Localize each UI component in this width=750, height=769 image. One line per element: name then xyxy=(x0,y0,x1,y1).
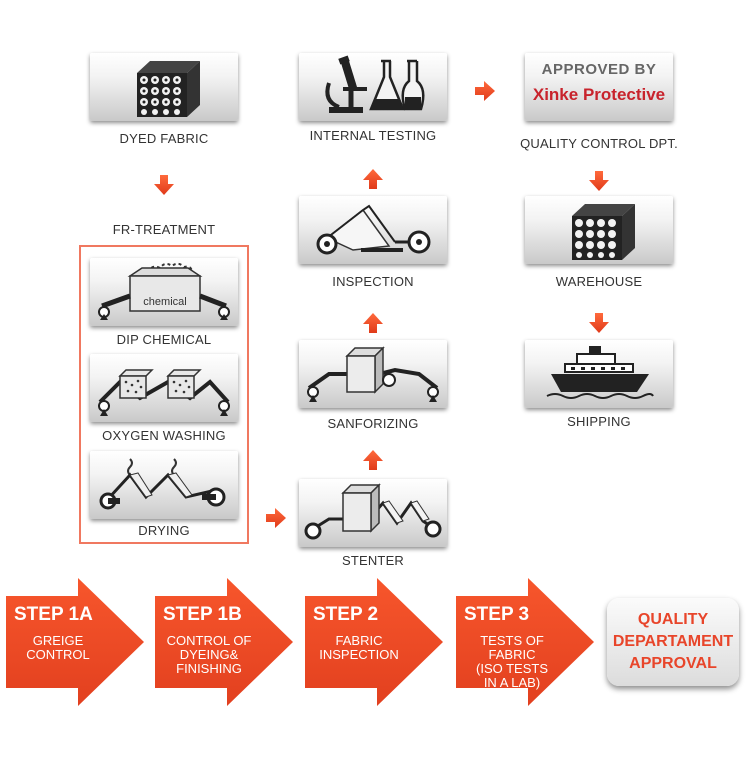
dyed-fabric-label: DYED FABRIC xyxy=(119,131,209,146)
xinke-protective-logo: Xinke Protective xyxy=(532,85,666,104)
arrow-down-icon xyxy=(588,170,610,192)
shipping-box xyxy=(525,340,673,408)
dip-chemical-icon xyxy=(98,262,230,320)
sanforizing-icon xyxy=(307,346,439,402)
ship-icon xyxy=(546,346,654,399)
internal-testing-box xyxy=(299,53,447,121)
dip-chemical-box: chemical xyxy=(90,258,238,326)
inspection-box xyxy=(299,196,447,264)
arrow-up-icon xyxy=(362,312,384,334)
sanforizing-box xyxy=(299,340,447,408)
lab-microscope-flask-icon xyxy=(325,55,425,113)
stenter-box xyxy=(299,479,447,547)
arrow-down-icon xyxy=(153,174,175,196)
dip-chemical-label: DIP CHEMICAL xyxy=(116,332,212,347)
drying-icon xyxy=(99,458,226,510)
approved-by-text: APPROVED BY xyxy=(541,61,657,78)
drying-box xyxy=(90,451,238,519)
sanforizing-label: SANFORIZING xyxy=(327,416,419,431)
step-2-title: STEP 2 xyxy=(313,604,379,625)
step-3-title: STEP 3 xyxy=(464,604,530,625)
step-1a-title: STEP 1A xyxy=(14,604,93,625)
oxygen-washing-box xyxy=(90,354,238,422)
approved-by-box: APPROVED BY Xinke Protective xyxy=(525,53,673,121)
internal-testing-label: INTERNAL TESTING xyxy=(309,128,437,143)
dyed-fabric-box xyxy=(90,53,238,121)
drying-label: DRYING xyxy=(138,523,190,538)
shipping-label: SHIPPING xyxy=(567,414,631,429)
arrow-up-icon xyxy=(362,168,384,190)
chemical-tag: chemical xyxy=(143,296,187,308)
warehouse-label: WAREHOUSE xyxy=(555,274,643,289)
inspection-icon xyxy=(316,204,431,255)
warehouse-box xyxy=(525,196,673,264)
fabric-roll-stack-icon xyxy=(137,61,200,117)
stenter-icon xyxy=(304,483,442,540)
arrow-right-icon xyxy=(474,80,496,102)
inspection-label: INSPECTION xyxy=(332,274,414,289)
quality-control-label: QUALITY CONTROL DPT. xyxy=(520,136,678,151)
arrow-down-icon xyxy=(588,312,610,334)
oxygen-washing-label: OXYGEN WASHING xyxy=(102,428,226,443)
stenter-label: STENTER xyxy=(341,553,405,568)
oxygen-washing-icon xyxy=(98,369,230,416)
step-1b-title: STEP 1B xyxy=(163,604,242,625)
fr-treatment-label: FR-TREATMENT xyxy=(112,222,216,237)
arrow-right-icon xyxy=(265,507,287,529)
fabric-roll-stack-icon xyxy=(572,204,635,260)
fr-treatment-frame xyxy=(79,245,249,544)
arrow-up-icon xyxy=(362,449,384,471)
